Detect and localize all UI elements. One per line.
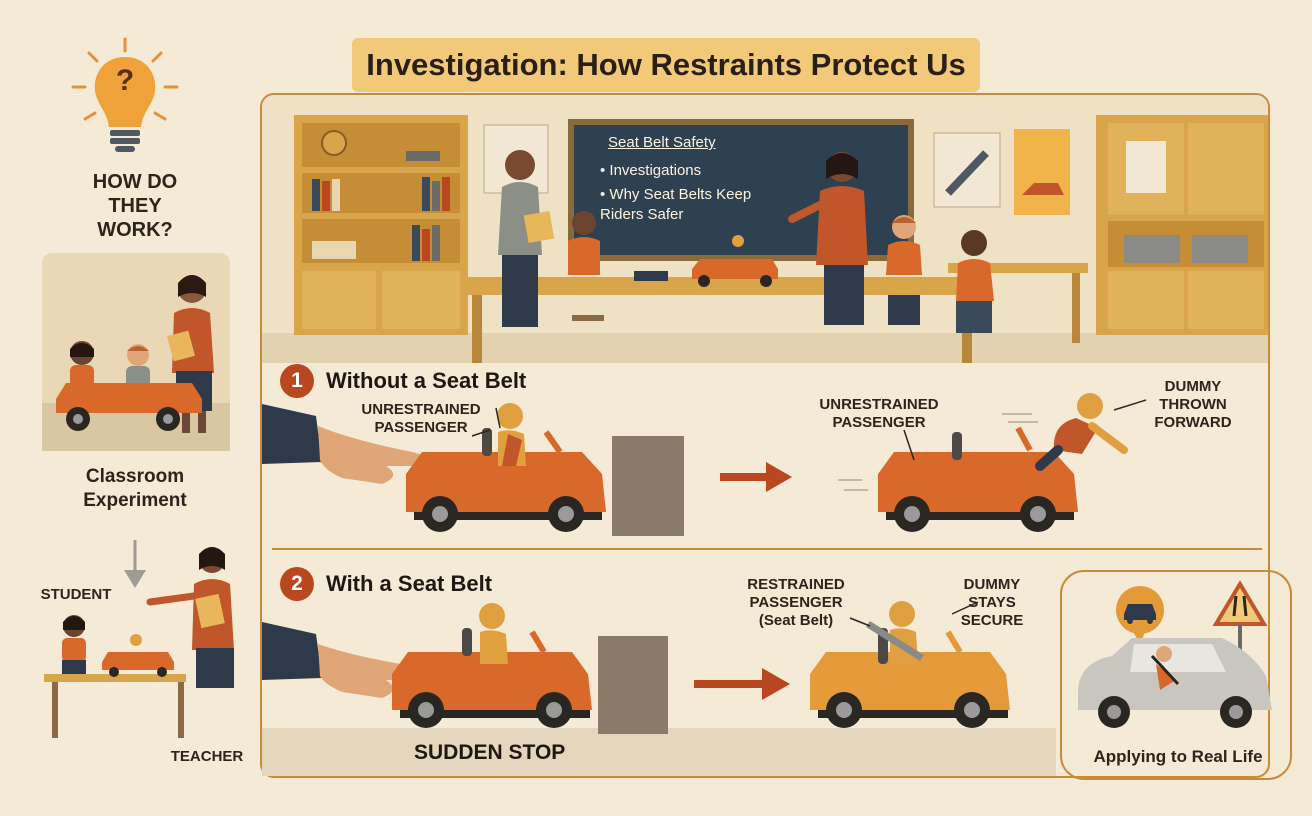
step-1-right-caption: UNRESTRAINED PASSENGER [819, 396, 939, 431]
chalkboard-bullet-1-text: Investigations [609, 162, 702, 179]
chalkboard-heading: Seat Belt Safety [608, 134, 716, 151]
student-teacher-scene [44, 547, 234, 688]
step-2-heading: With a Seat Belt [326, 571, 493, 596]
step-1-heading: Without a Seat Belt [326, 368, 527, 393]
step-2-result-caption: DUMMY STAYS SECURE [960, 576, 1024, 629]
main-frame [260, 93, 1270, 778]
step-1-result-caption: DUMMY THROWN FORWARD [1154, 378, 1232, 431]
sudden-stop-label: SUDDEN STOP [414, 741, 566, 764]
real-life-panel [1060, 570, 1292, 780]
page-title: Investigation: How Restraints Protect Us [366, 47, 966, 82]
step-2-number: 2 [280, 567, 314, 601]
step-1-number: 1 [280, 364, 314, 398]
step-2-illustration [262, 601, 1010, 734]
student-label: STUDENT [40, 586, 112, 603]
arrow-down-icon [124, 540, 146, 588]
real-life-illustration [1078, 580, 1272, 728]
chalkboard-bullet-1: • Investigations [600, 162, 702, 179]
chalkboard: Seat Belt Safety • Investigations • Why … [600, 133, 800, 243]
chalkboard-bullet-2: • Why Seat Belts Keep Riders Safer [600, 186, 752, 223]
step-2-right-caption: RESTRAINED PASSENGER (Seat Belt) [747, 576, 845, 629]
step-1-illustration [262, 393, 1147, 536]
real-life-caption: Applying to Real Life [1093, 747, 1263, 766]
classroom-scene [262, 95, 1268, 363]
title-banner: Investigation: How Restraints Protect Us [352, 38, 980, 92]
question-mark: ? [115, 64, 135, 97]
step-1-left-caption: UNRESTRAINED PASSENGER [361, 401, 481, 436]
chalkboard-bullet-2-text: Why Seat Belts Keep Riders Safer [600, 186, 752, 223]
ground-strip [262, 728, 1056, 776]
experiment-photo [42, 253, 230, 451]
student-desk-legs [48, 682, 188, 738]
lightbulb-icon [71, 37, 179, 152]
section-divider [272, 548, 1262, 550]
teacher-label: TEACHER [170, 748, 244, 765]
how-do-they-work-label: HOW DO THEY WORK? [92, 171, 178, 241]
classroom-experiment-label: Classroom Experiment [83, 466, 187, 511]
